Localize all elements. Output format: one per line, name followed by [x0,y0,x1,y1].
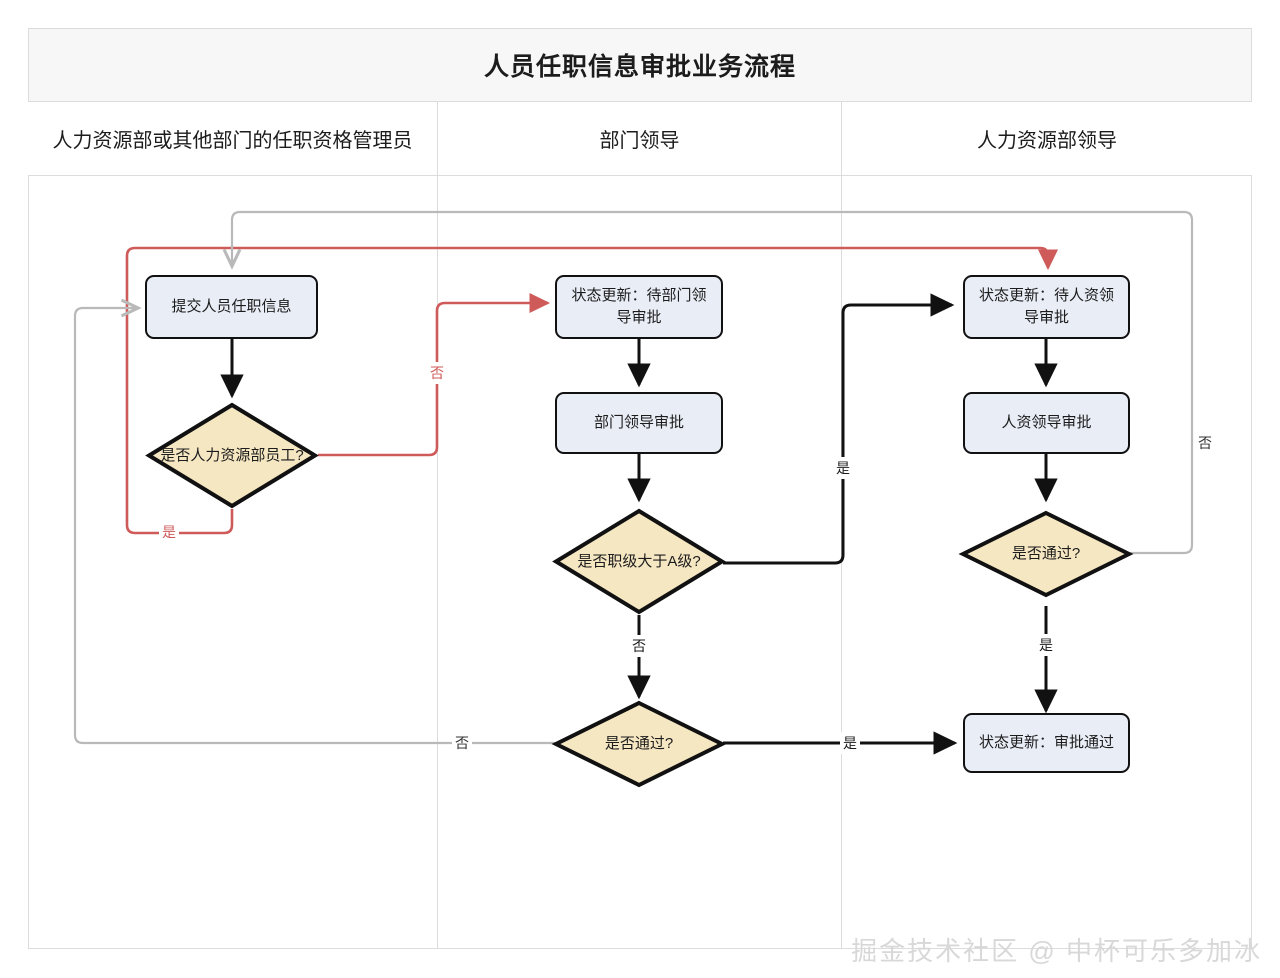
lane-header-dept-leader: 部门领导 [438,102,842,176]
edge-hr-employee-yes-loop [125,246,1059,535]
edge-label-hr-employee-yes: 是 [159,521,179,543]
node-label: 部门领导审批 [593,414,684,432]
edge-label-hr-passed-yes: 是 [1036,634,1056,656]
edge-level-yes-to-status-hr [723,293,955,565]
node-submit-info[interactable]: 提交人员任职信息 [145,275,318,339]
node-hr-passed[interactable]: 是否通过? [958,510,1134,598]
node-is-level-above-a[interactable]: 是否职级大于A级? [552,508,726,615]
diamond-shape [551,700,727,788]
node-status-approved[interactable]: 状态更新：审批通过 [963,713,1130,773]
node-dept-approve[interactable]: 部门领导审批 [555,392,723,454]
diamond-shape [552,508,726,615]
node-status-wait-hr[interactable]: 状态更新：待人资领导审批 [963,275,1130,339]
node-hr-approve[interactable]: 人资领导审批 [963,392,1130,454]
node-status-wait-dept[interactable]: 状态更新：待部门领导审批 [555,275,723,339]
lane-body-hr-admin [28,176,438,948]
watermark-text: 掘金技术社区 @ 中杯可乐多加冰 [851,936,1262,966]
lane-header-label: 部门领导 [599,130,680,152]
diagram-title-bar: 人员任职信息审批业务流程 [28,28,1252,102]
edge-label-hr-employee-no: 否 [427,362,447,384]
edge-label-dept-passed-no: 否 [452,732,472,754]
node-is-hr-employee[interactable]: 是否人力资源部员工? [145,402,319,509]
node-dept-passed[interactable]: 是否通过? [551,700,727,788]
lane-header-label: 人力资源部或其他部门的任职资格管理员 [52,130,413,152]
edge-label-level-no: 否 [629,635,649,657]
node-label: 状态更新：待人资领导审批 [978,287,1114,326]
edge-hr-passed-no-loop [232,210,1194,555]
node-label: 人资领导审批 [1001,414,1092,432]
diamond-shape [958,510,1134,598]
lane-header-hr-leader: 人力资源部领导 [842,102,1252,176]
node-label: 状态更新：待部门领导审批 [571,287,707,326]
node-label: 提交人员任职信息 [171,298,292,316]
edge-label-level-yes: 是 [833,457,853,479]
node-label: 状态更新：审批通过 [978,734,1114,752]
diamond-shape [145,402,319,509]
edge-dept-passed-no-loop [73,308,555,745]
lane-header-hr-admin: 人力资源部或其他部门的任职资格管理员 [28,102,438,176]
page-title: 人员任职信息审批业务流程 [483,53,796,81]
edge-label-hr-passed-no: 否 [1195,432,1215,454]
edge-label-dept-passed-yes: 是 [840,732,860,754]
lane-header-label: 人力资源部领导 [977,130,1117,152]
